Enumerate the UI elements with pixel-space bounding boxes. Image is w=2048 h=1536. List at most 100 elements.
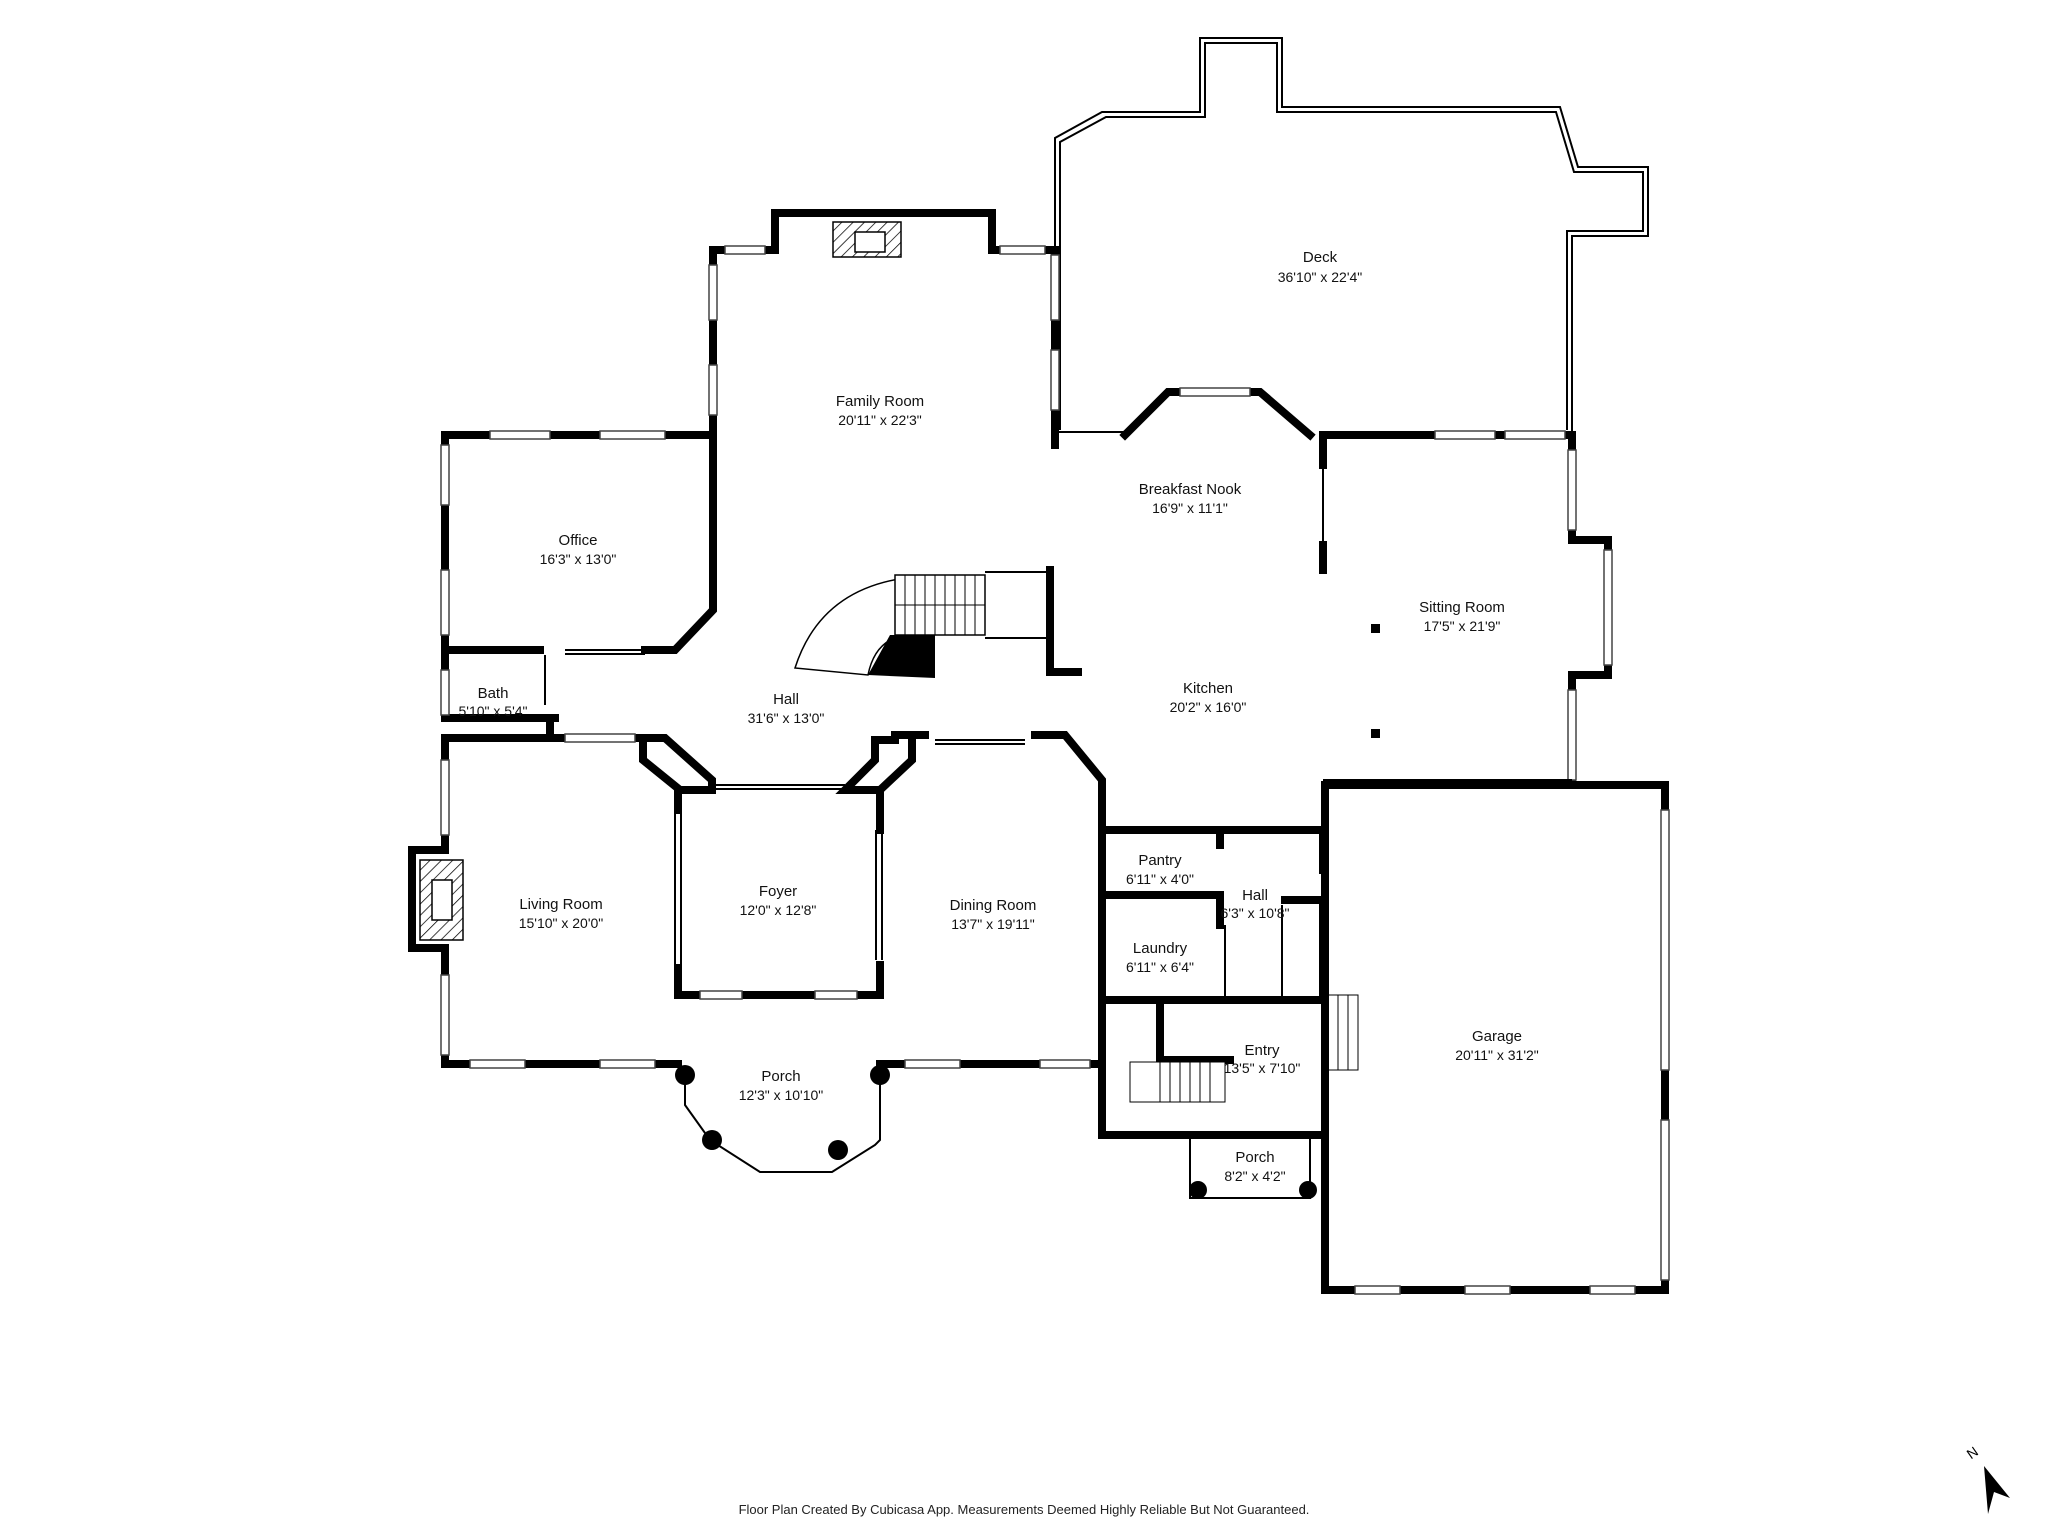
window bbox=[1050, 349, 1060, 411]
side-porch-outline bbox=[1189, 1135, 1311, 1199]
window bbox=[599, 430, 666, 440]
room-dims-breakfast: 16'9" x 11'1" bbox=[1152, 500, 1228, 516]
room-name-family: Family Room bbox=[836, 393, 924, 410]
window bbox=[1354, 1285, 1401, 1295]
sitting-room-walls bbox=[1366, 431, 1612, 789]
window bbox=[1179, 387, 1251, 397]
room-dims-hall-small: 6'3" x 10'8" bbox=[1221, 905, 1290, 921]
room-name-garage: Garage bbox=[1472, 1028, 1522, 1045]
room-dims-bath: 5'10" x 5'4" bbox=[459, 703, 528, 719]
office-walls bbox=[441, 431, 717, 722]
porch-column bbox=[870, 1065, 890, 1085]
curved-stair-landing bbox=[868, 635, 935, 678]
window bbox=[440, 569, 450, 636]
garage-walls bbox=[1321, 781, 1669, 1294]
room-dims-kitchen: 20'2" x 16'0" bbox=[1170, 699, 1247, 715]
window bbox=[440, 669, 450, 716]
room-name-pantry: Pantry bbox=[1138, 852, 1182, 869]
window bbox=[469, 1059, 526, 1069]
porch-column bbox=[1189, 1181, 1207, 1199]
room-dims-porch-front: 12'3" x 10'10" bbox=[739, 1087, 824, 1103]
room-dims-foyer: 12'0" x 12'8" bbox=[740, 902, 817, 918]
office-walls-east bbox=[641, 416, 717, 654]
deck-outline bbox=[1054, 37, 1649, 435]
room-dims-laundry: 6'11" x 6'4" bbox=[1126, 959, 1194, 975]
column bbox=[1371, 729, 1380, 738]
room-name-sitting: Sitting Room bbox=[1419, 599, 1505, 616]
window bbox=[814, 990, 858, 1000]
room-name-breakfast: Breakfast Nook bbox=[1139, 481, 1242, 498]
garage-door bbox=[1660, 809, 1670, 1071]
column bbox=[1371, 624, 1380, 633]
room-dims-pantry: 6'11" x 4'0" bbox=[1126, 871, 1194, 887]
fireplace-hearth bbox=[854, 231, 886, 253]
bath-walls-south bbox=[441, 716, 554, 742]
room-name-dining: Dining Room bbox=[950, 897, 1037, 914]
room-name-foyer: Foyer bbox=[759, 883, 797, 900]
room-name-laundry: Laundry bbox=[1133, 940, 1188, 957]
window bbox=[1050, 254, 1060, 321]
north-arrow-icon: N bbox=[1964, 1443, 2010, 1514]
room-name-porch-front: Porch bbox=[761, 1068, 800, 1085]
window bbox=[708, 264, 718, 321]
room-dims-dining: 13'7" x 19'11" bbox=[951, 916, 1035, 932]
room-dims-living: 15'10" x 20'0" bbox=[519, 915, 604, 931]
window bbox=[1039, 1059, 1091, 1069]
compass-arrow bbox=[1984, 1466, 2010, 1514]
window bbox=[1504, 430, 1566, 440]
breakfast-nook-bay bbox=[1119, 388, 1316, 441]
window bbox=[724, 245, 766, 255]
porch-column bbox=[675, 1065, 695, 1085]
window bbox=[1464, 1285, 1511, 1295]
window bbox=[440, 974, 450, 1056]
window bbox=[708, 364, 718, 416]
room-name-kitchen: Kitchen bbox=[1183, 680, 1233, 697]
footer-disclaimer: Floor Plan Created By Cubicasa App. Meas… bbox=[738, 1502, 1310, 1517]
garage-door bbox=[1660, 1119, 1670, 1281]
room-dims-hall-main: 31'6" x 13'0" bbox=[748, 710, 825, 726]
window bbox=[904, 1059, 961, 1069]
room-name-office: Office bbox=[559, 532, 598, 549]
porch-column bbox=[702, 1130, 722, 1150]
room-name-porch-side: Porch bbox=[1235, 1149, 1274, 1166]
foyer-angle-right bbox=[835, 731, 929, 794]
window bbox=[999, 245, 1046, 255]
fireplace-hearth bbox=[431, 879, 453, 921]
room-name-bath: Bath bbox=[478, 685, 509, 702]
deck-outline-inner bbox=[1059, 42, 1644, 430]
hall-small-east-lower bbox=[1281, 896, 1327, 1004]
window bbox=[1589, 1285, 1636, 1295]
window bbox=[440, 759, 450, 836]
stair-wall bbox=[1046, 566, 1082, 676]
window bbox=[1434, 430, 1496, 440]
room-name-deck: Deck bbox=[1303, 249, 1338, 266]
living-room-walls bbox=[408, 734, 682, 1068]
window bbox=[440, 444, 450, 506]
porch-column bbox=[1299, 1181, 1317, 1199]
window bbox=[564, 733, 636, 743]
compass-label: N bbox=[1964, 1443, 1981, 1462]
entry-stair bbox=[1129, 1061, 1226, 1103]
entry-inner bbox=[1156, 996, 1234, 1064]
dining-room-walls bbox=[876, 731, 1106, 1068]
garage-steps bbox=[1327, 994, 1359, 1071]
room-name-entry: Entry bbox=[1244, 1042, 1280, 1059]
room-dims-porch-side: 8'2" x 4'2" bbox=[1224, 1168, 1285, 1184]
room-name-hall-small: Hall bbox=[1242, 887, 1268, 904]
room-dims-deck: 36'10" x 22'4" bbox=[1278, 269, 1363, 285]
room-name-hall-main: Hall bbox=[773, 691, 799, 708]
window bbox=[1567, 689, 1577, 781]
front-porch-outline bbox=[684, 1070, 881, 1173]
window bbox=[1603, 549, 1613, 666]
room-dims-garage: 20'11" x 31'2" bbox=[1455, 1047, 1539, 1063]
room-dims-family: 20'11" x 22'3" bbox=[838, 412, 922, 428]
porch-column bbox=[828, 1140, 848, 1160]
room-dims-sitting: 17'5" x 21'9" bbox=[1424, 618, 1501, 634]
stair-treads bbox=[895, 575, 985, 635]
window bbox=[489, 430, 551, 440]
room-dims-entry: 13'5" x 7'10" bbox=[1224, 1060, 1301, 1076]
room-dims-office: 16'3" x 13'0" bbox=[540, 551, 617, 567]
room-name-living: Living Room bbox=[519, 896, 602, 913]
foyer-angle-left bbox=[636, 734, 716, 794]
